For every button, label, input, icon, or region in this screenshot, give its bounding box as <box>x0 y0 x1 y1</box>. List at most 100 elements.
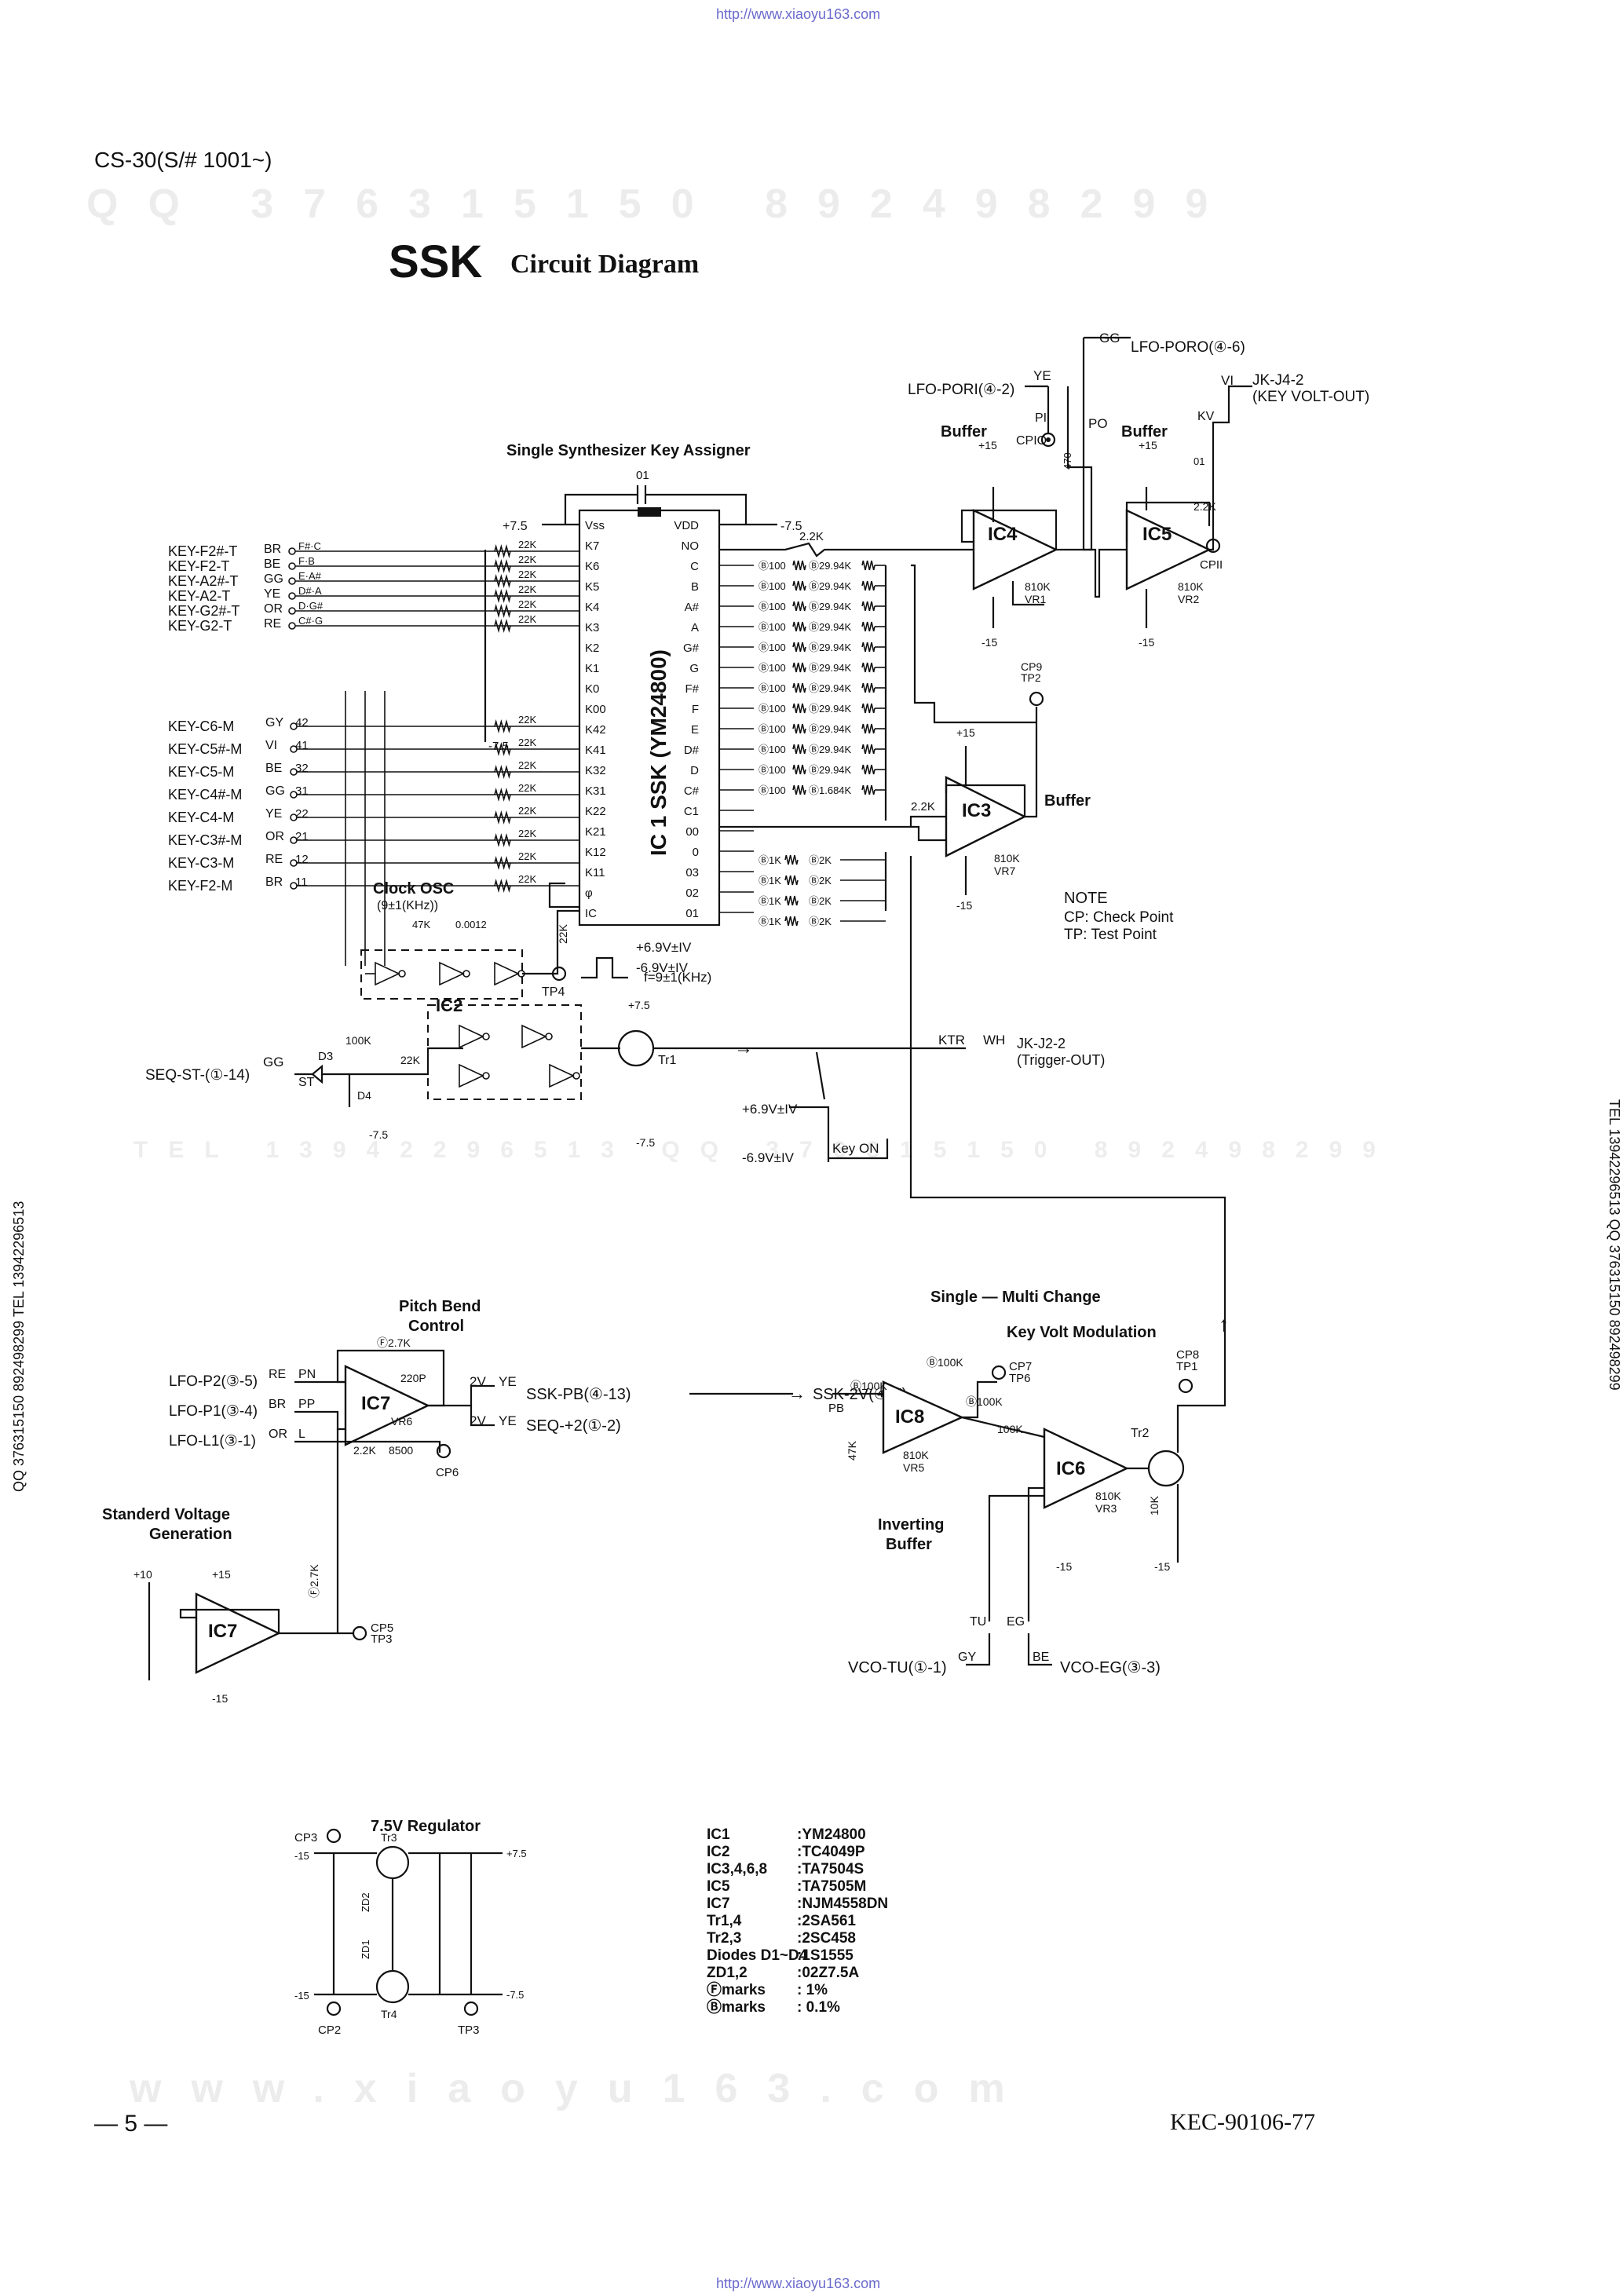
inverter <box>375 961 406 986</box>
ic1-right-pin: C# <box>684 784 700 798</box>
svg-text:Ⓕ2.7K: Ⓕ2.7K <box>377 1336 411 1349</box>
ic1-left-pin: Vss <box>585 519 605 532</box>
dac-value: Ⓑ29.94K <box>809 744 852 755</box>
inverter <box>459 1063 490 1088</box>
part-ref: Tr1,4 <box>707 1913 742 1929</box>
svg-text:D3: D3 <box>318 1050 333 1063</box>
wire-color: BE <box>265 762 282 775</box>
key-name: KEY-G2#-T <box>168 603 239 619</box>
key-name: KEY-A2#-T <box>168 573 238 589</box>
key-name: KEY-C3#-M <box>168 832 242 848</box>
part-value: :NJM4558DN <box>797 1896 888 1912</box>
ic1-right-pin: G <box>689 662 699 675</box>
ic1-left-pin: K11 <box>585 866 605 879</box>
svg-text:2V: 2V <box>470 1413 486 1428</box>
svg-text:VR3: VR3 <box>1095 1502 1117 1515</box>
ic1-left-pin: K22 <box>585 805 606 818</box>
inverter <box>521 1024 553 1049</box>
svg-text:-7.5: -7.5 <box>506 1989 524 2001</box>
svg-text:Ⓑ100: Ⓑ100 <box>758 744 786 755</box>
wire-color: RE <box>264 617 281 631</box>
part-value: : 1% <box>797 1982 828 1998</box>
svg-text:TP3: TP3 <box>458 2024 480 2037</box>
ic7-opamp-b <box>195 1592 281 1674</box>
ic1-left-pin: K00 <box>585 703 606 716</box>
svg-text:CP2: CP2 <box>318 2024 341 2037</box>
svg-text:Tr1: Tr1 <box>658 1054 677 1067</box>
part-value: :02Z7.5A <box>797 1965 859 1981</box>
ic1-left-pin: K7 <box>585 539 599 553</box>
svg-text:TP6: TP6 <box>1009 1372 1031 1385</box>
part-ref: Ⓕmarks <box>707 1980 766 1998</box>
svg-text:YE: YE <box>499 1413 517 1428</box>
watermark-qq: QQ 376315150 892498299 <box>86 181 1238 227</box>
svg-text:Ⓑ100: Ⓑ100 <box>758 764 786 776</box>
ic1-left-pin: K42 <box>585 723 606 737</box>
ic1-left-pin: K4 <box>585 601 599 614</box>
wire-color: OR <box>265 830 284 843</box>
svg-text:22K: 22K <box>518 569 536 580</box>
svg-text:+10: +10 <box>133 1568 152 1581</box>
part-value: :YM24800 <box>797 1826 866 1843</box>
inverter <box>459 1024 490 1049</box>
ssk-name: Single Synthesizer Key Assigner <box>506 442 751 459</box>
dac-row: Ⓑ100 Ⓑ29.94K <box>758 744 886 755</box>
note-pair: C#·G <box>298 615 323 627</box>
part-value: :TC4049P <box>797 1844 865 1860</box>
bottom-url[interactable]: http://www.xiaoyu163.com <box>716 2276 881 2291</box>
pitch-bend-control: Control <box>408 1318 464 1335</box>
svg-text:VR5: VR5 <box>903 1461 924 1474</box>
note-cp: CP: Check Point <box>1064 909 1174 926</box>
svg-text:-15: -15 <box>1056 1560 1072 1573</box>
ic1-label: IC 1 SSK (YM24800) <box>646 649 671 856</box>
dac-value: Ⓑ29.94K <box>809 682 852 694</box>
svg-text:RE: RE <box>269 1368 286 1381</box>
page-subtitle: Circuit Diagram <box>510 250 700 279</box>
svg-text:Ⓑ100: Ⓑ100 <box>758 662 786 674</box>
svg-text:Buffer: Buffer <box>1121 423 1168 441</box>
ssk-pb: SSK-PB(④-13) <box>526 1386 631 1403</box>
svg-text:10K: 10K <box>1148 1495 1161 1515</box>
key-name: KEY-C4-M <box>168 810 234 825</box>
ic1-right-pin: NO <box>682 539 700 553</box>
top-url[interactable]: http://www.xiaoyu163.com <box>716 6 881 22</box>
ic1-left-pin: K0 <box>585 682 599 696</box>
wire-color: VI <box>265 739 277 752</box>
seq-2: SEQ-+2(①-2) <box>526 1417 621 1435</box>
page-number: — 5 — <box>94 2111 168 2137</box>
svg-text:↑: ↑ <box>1219 1312 1229 1336</box>
svg-text:2.2K: 2.2K <box>799 530 824 543</box>
inverting-buffer: Buffer <box>886 1536 932 1553</box>
svg-text:22K: 22K <box>518 583 536 595</box>
svg-text:Ⓑ100: Ⓑ100 <box>758 703 786 715</box>
parts-row: Ⓑmarks: 0.1% <box>707 1998 840 2016</box>
vco-tu: VCO-TU(①-1) <box>848 1659 947 1676</box>
plus69-a: +6.9V±IV <box>636 940 692 955</box>
svg-text:Ⓑ100: Ⓑ100 <box>758 723 786 735</box>
ic8-opamp <box>882 1380 964 1454</box>
ic1-right-pin: D <box>690 764 699 777</box>
key-name: KEY-C6-M <box>168 718 234 734</box>
svg-text:CPII: CPII <box>1200 558 1223 572</box>
svg-text:D4: D4 <box>357 1089 371 1102</box>
svg-text:Ⓑ100K: Ⓑ100K <box>966 1395 1003 1408</box>
svg-text:QQ 376315150 892498299 TEL 139: QQ 376315150 892498299 TEL 13942296513 <box>11 1201 27 1492</box>
svg-text:810K: 810K <box>1178 580 1204 593</box>
svg-text:47K: 47K <box>412 919 430 930</box>
minus69-b: -6.9V±IV <box>742 1150 795 1165</box>
ic7-opamp-a <box>344 1365 430 1446</box>
svg-text:810K: 810K <box>1095 1490 1121 1502</box>
parts-row: Tr1,4:2SA561 <box>707 1913 856 1929</box>
svg-text:22K: 22K <box>518 714 536 726</box>
note-pair: E·A# <box>298 570 322 582</box>
svg-text:Ⓑ1K: Ⓑ1K <box>758 895 781 907</box>
svg-text:-7.5: -7.5 <box>488 740 509 753</box>
svg-text:810K: 810K <box>994 852 1020 865</box>
ic1-right-pin: 0 <box>693 846 699 859</box>
lfo-p1: LFO-P1(③-4) <box>169 1403 258 1420</box>
ic1-right-pin: A# <box>685 601 700 614</box>
